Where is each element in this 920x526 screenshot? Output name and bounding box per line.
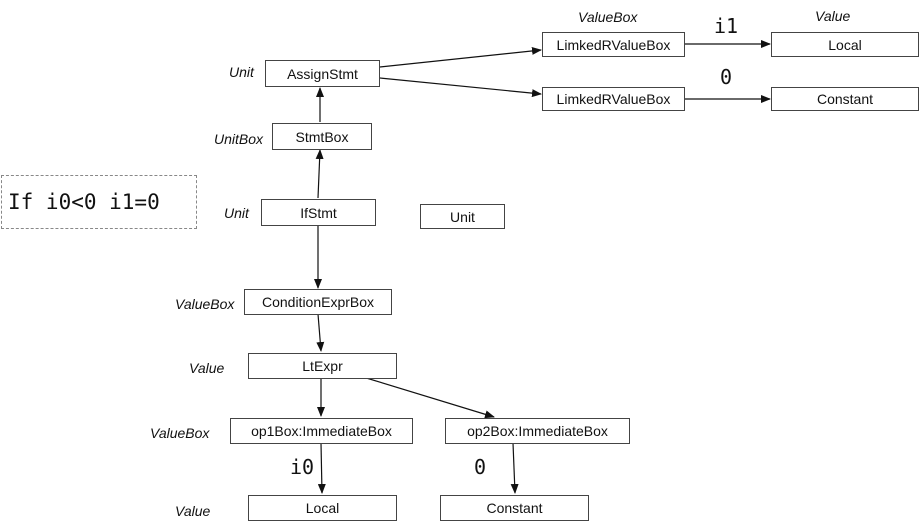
edge-ltexpr-to-op2box xyxy=(362,376,495,419)
lt-expr-node: LtExpr xyxy=(248,353,397,379)
condition-note: If i0<0 i1=0 xyxy=(1,175,197,229)
constant-node-bottom: Constant xyxy=(440,495,589,521)
type-label-top-value-box-header: ValueBox xyxy=(578,9,638,25)
edge-op2box-to-constant xyxy=(510,442,519,494)
if-stmt-node: IfStmt xyxy=(261,199,376,226)
type-label-assign-stmt: Unit xyxy=(229,64,254,80)
assign-stmt-node: AssignStmt xyxy=(265,60,380,87)
edge-conditionexprbox-to-ltexpr xyxy=(316,313,325,352)
stmt-box-node: StmtBox xyxy=(272,123,372,150)
linked-value-box-node-bottom: LimkedRValueBox xyxy=(542,87,685,111)
edge-label-i1: i1 xyxy=(714,14,739,38)
edge-label-zero-top: 0 xyxy=(720,65,733,89)
type-label-stmt-box: UnitBox xyxy=(214,131,264,147)
edge-label-i0: i0 xyxy=(290,455,315,479)
op2-box-node: op2Box:ImmediateBox xyxy=(445,418,630,444)
edge-assignstmt-to-linkedvaluebox-bottom xyxy=(379,77,542,98)
type-label-top-value-header: Value xyxy=(815,8,851,24)
local-node-bottom: Local xyxy=(248,495,397,521)
edge-op1box-to-local xyxy=(317,442,326,494)
type-label-if-stmt: Unit xyxy=(224,205,249,221)
edge-ifstmt-to-stmtbox xyxy=(315,149,324,199)
local-node-top: Local xyxy=(771,32,919,57)
unit-node: Unit xyxy=(420,204,505,229)
linked-value-box-node-top: LimkedRValueBox xyxy=(542,32,685,57)
edge-label-zero-bottom: 0 xyxy=(474,455,487,479)
op1-box-node: op1Box:ImmediateBox xyxy=(230,418,413,444)
edge-assignstmt-to-linkedvaluebox-top xyxy=(379,46,542,68)
condition-expr-box-node: ConditionExprBox xyxy=(244,289,392,315)
type-label-lt-expr: Value xyxy=(189,360,225,376)
constant-node-top: Constant xyxy=(771,87,919,111)
type-label-bottom-values: Value xyxy=(175,503,211,519)
type-label-condition-expr-box: ValueBox xyxy=(175,296,235,312)
type-label-op1-box: ValueBox xyxy=(150,425,210,441)
